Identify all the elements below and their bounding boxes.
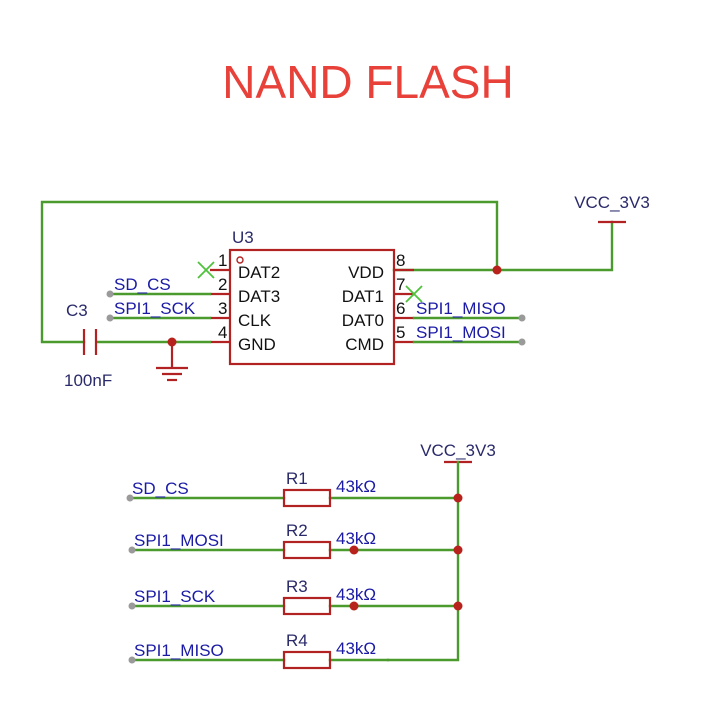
- resistor-ref: R3: [286, 577, 308, 596]
- vdd-rail-wire: [392, 220, 614, 272]
- net-end: [518, 314, 526, 322]
- pin-number: 2: [218, 275, 227, 294]
- net-end: [106, 314, 114, 322]
- chip-u3-body: [228, 248, 396, 366]
- resistor-r2: [282, 540, 332, 560]
- pullup-net-label: SPI1_MOSI: [134, 531, 224, 550]
- net-end: [128, 546, 136, 554]
- pin-number: 7: [396, 275, 405, 294]
- capacitor-value: 100nF: [64, 371, 112, 390]
- resistor-ref: R1: [286, 469, 308, 488]
- pullup-net-label: SD_CS: [132, 479, 189, 498]
- net-label-spi1-mosi: SPI1_MOSI: [416, 323, 506, 342]
- junction: [349, 545, 359, 555]
- junction: [453, 493, 463, 503]
- no-connect-mark: [197, 261, 215, 279]
- pin-number: 8: [396, 251, 405, 270]
- pin-number: 6: [396, 299, 405, 318]
- vdd-loop-wire: [40, 200, 499, 344]
- resistor-r1: [282, 488, 332, 508]
- resistor-value: 43kΩ: [336, 585, 376, 604]
- chip-ref: U3: [232, 228, 254, 247]
- net-label-spi1-sck: SPI1_SCK: [114, 299, 196, 318]
- pin-number: 5: [396, 323, 405, 342]
- power-label-top: VCC_3V3: [574, 193, 650, 212]
- pullup-rail-wire: [386, 460, 460, 662]
- pin-name: DAT3: [238, 287, 280, 306]
- resistor-value: 43kΩ: [336, 529, 376, 548]
- net-end: [518, 338, 526, 346]
- net-end: [128, 656, 136, 664]
- net-label-sd-cs: SD_CS: [114, 275, 171, 294]
- junction: [492, 265, 502, 275]
- pin-name: DAT1: [342, 287, 384, 306]
- junction: [453, 545, 463, 555]
- pin-number: 1: [218, 251, 227, 270]
- net-end: [126, 494, 134, 502]
- resistor-r4: [282, 650, 332, 670]
- junction: [453, 601, 463, 611]
- pin-name: VDD: [348, 263, 384, 282]
- power-label-bottom: VCC_3V3: [420, 441, 496, 460]
- pin1-marker: [236, 256, 244, 264]
- pullup-net-label: SPI1_MISO: [134, 641, 224, 660]
- net-label-spi1-miso: SPI1_MISO: [416, 299, 506, 318]
- no-connect-mark: [405, 285, 423, 303]
- pin-name: CLK: [238, 311, 272, 330]
- resistor-r3: [282, 596, 332, 616]
- net-end: [128, 602, 136, 610]
- pin-name: GND: [238, 335, 276, 354]
- capacitor-ref: C3: [66, 301, 88, 320]
- pin-number: 3: [218, 299, 227, 318]
- pin-name: DAT0: [342, 311, 384, 330]
- resistor-value: 43kΩ: [336, 639, 376, 658]
- junction: [349, 601, 359, 611]
- resistor-ref: R4: [286, 631, 308, 650]
- page-title: NAND FLASH: [222, 56, 513, 108]
- pullup-net-label: SPI1_SCK: [134, 587, 216, 606]
- pin-name: DAT2: [238, 263, 280, 282]
- resistor-ref: R2: [286, 521, 308, 540]
- resistor-value: 43kΩ: [336, 477, 376, 496]
- pin-name: CMD: [345, 335, 384, 354]
- net-end: [106, 290, 114, 298]
- pin-number: 4: [218, 323, 227, 342]
